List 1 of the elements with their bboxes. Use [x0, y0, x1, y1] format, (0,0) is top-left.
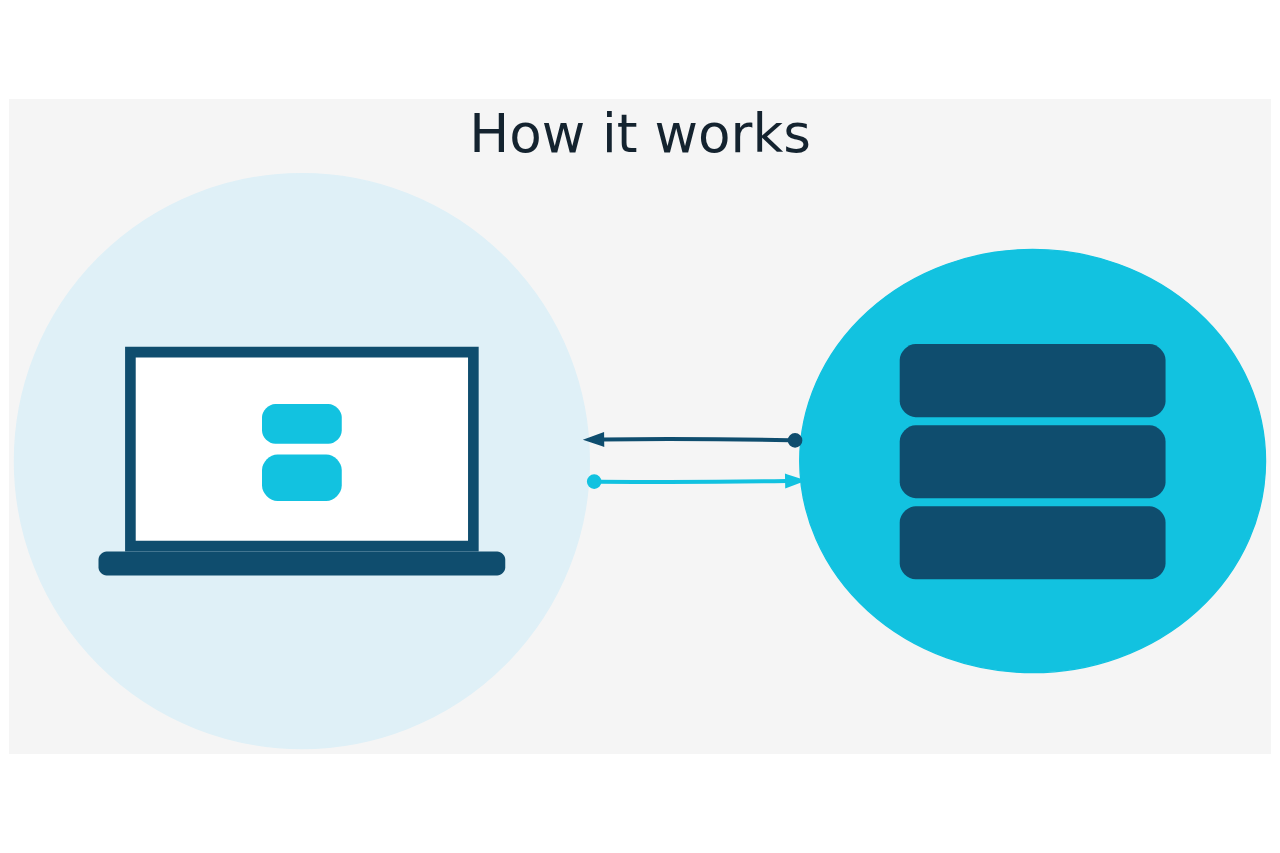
diagram-title: How it works: [469, 103, 811, 166]
